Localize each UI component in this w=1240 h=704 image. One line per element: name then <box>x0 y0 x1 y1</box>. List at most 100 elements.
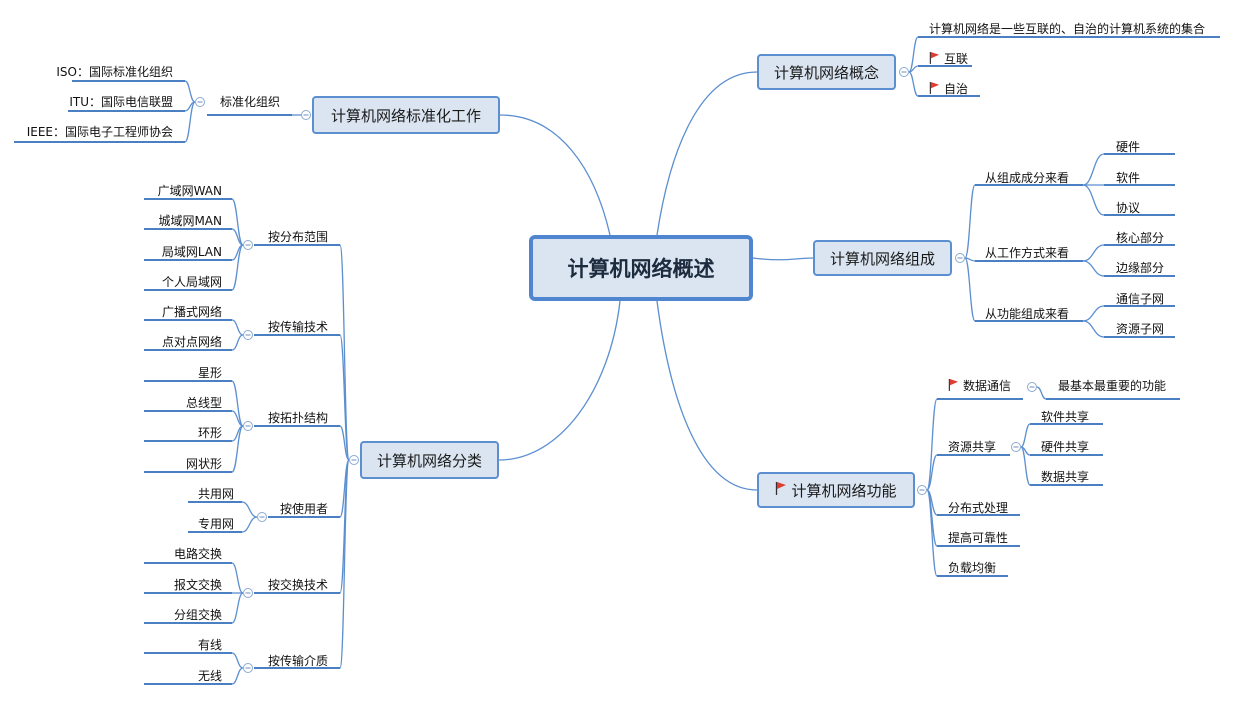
collapse-icon[interactable] <box>1011 442 1021 452</box>
edge-classification-item <box>231 244 244 291</box>
edge-composition-item <box>1082 260 1105 277</box>
class-item-bus[interactable]: 总线型 <box>185 396 222 410</box>
function-load-balance[interactable]: 负载均衡 <box>948 561 997 575</box>
concept-interconnect-label: 互联 <box>944 52 969 66</box>
class-item-ring[interactable]: 环形 <box>197 426 222 440</box>
standard-ieee[interactable]: IEEE：国际电子工程师协会 <box>26 125 173 139</box>
function-share-data[interactable]: 数据共享 <box>1041 470 1090 484</box>
class-item-wan[interactable]: 广域网WAN <box>157 184 222 198</box>
edge-function-child <box>926 454 938 491</box>
function-share-software[interactable]: 软件共享 <box>1041 410 1090 424</box>
collapse-icon[interactable] <box>257 512 267 522</box>
composition-group-workmode[interactable]: 从工作方式来看 <box>985 246 1070 260</box>
composition-group-components[interactable]: 从组成成分来看 <box>985 171 1070 185</box>
composition-item-protocol[interactable]: 协议 <box>1116 201 1141 215</box>
edge-root-classification <box>498 300 621 461</box>
concept-interconnect[interactable]: 互联 <box>929 51 968 68</box>
edge-classification-item <box>231 319 244 336</box>
collapse-icon[interactable] <box>955 253 965 263</box>
topic-function[interactable]: 计算机网络功能 <box>757 472 915 508</box>
collapse-icon[interactable] <box>243 663 253 673</box>
class-item-p2p[interactable]: 点对点网络 <box>161 335 222 349</box>
topic-classification[interactable]: 计算机网络分类 <box>360 441 499 479</box>
edge-composition-item <box>1082 320 1105 338</box>
class-item-private[interactable]: 专用网 <box>197 517 234 531</box>
edge-composition-item <box>1082 244 1105 262</box>
collapse-icon[interactable] <box>349 455 359 465</box>
edge-classification-item <box>231 592 244 624</box>
edge-root-composition <box>752 257 814 261</box>
function-data-comm-note[interactable]: 最基本最重要的功能 <box>1058 379 1167 393</box>
topic-composition-label: 计算机网络组成 <box>829 249 935 268</box>
topic-function-label: 计算机网络功能 <box>791 481 897 500</box>
composition-item-edge[interactable]: 边缘部分 <box>1116 261 1165 275</box>
collapse-icon[interactable] <box>1027 382 1037 392</box>
composition-item-comm-subnet[interactable]: 通信子网 <box>1116 292 1165 306</box>
edge-composition-group <box>964 184 976 259</box>
topic-composition[interactable]: 计算机网络组成 <box>813 240 952 276</box>
edge-classification-item <box>231 198 244 246</box>
edge-function-child <box>926 489 938 577</box>
class-item-lan[interactable]: 局域网LAN <box>161 245 222 259</box>
class-group-user[interactable]: 按使用者 <box>279 502 328 516</box>
function-share-hardware[interactable]: 硬件共享 <box>1041 440 1090 454</box>
class-item-mesh[interactable]: 网状形 <box>185 457 222 471</box>
edge-function-note <box>1036 386 1047 400</box>
standard-itu[interactable]: ITU：国际电信联盟 <box>69 95 173 109</box>
collapse-icon[interactable] <box>243 330 253 340</box>
concept-autonomous[interactable]: 自治 <box>929 81 968 98</box>
function-distributed[interactable]: 分布式处理 <box>948 501 1009 515</box>
class-group-medium[interactable]: 按传输介质 <box>267 654 328 668</box>
standard-group[interactable]: 标准化组织 <box>219 95 280 109</box>
collapse-icon[interactable] <box>917 485 927 495</box>
root-topic[interactable]: 计算机网络概述 <box>529 235 753 301</box>
collapse-icon[interactable] <box>243 588 253 598</box>
function-data-comm[interactable]: 数据通信 <box>948 378 1011 395</box>
edge-composition-group <box>964 257 976 322</box>
composition-item-hardware[interactable]: 硬件 <box>1116 140 1141 154</box>
concept-definition[interactable]: 计算机网络是一些互联的、自治的计算机系统的集合 <box>929 22 1206 36</box>
composition-item-resource-subnet[interactable]: 资源子网 <box>1116 322 1165 336</box>
edge-composition-item <box>1082 184 1105 216</box>
class-item-wireless[interactable]: 无线 <box>197 669 222 683</box>
class-group-transmission[interactable]: 按传输技术 <box>267 320 328 334</box>
composition-item-software[interactable]: 软件 <box>1116 171 1141 185</box>
edge-classification-group <box>339 425 350 461</box>
collapse-icon[interactable] <box>899 67 909 77</box>
edge-composition-item <box>1082 153 1105 186</box>
collapse-icon[interactable] <box>195 97 205 107</box>
flag-icon <box>929 81 940 98</box>
class-item-packet[interactable]: 分组交换 <box>173 608 222 622</box>
function-reliability[interactable]: 提高可靠性 <box>948 531 1009 545</box>
class-group-topology[interactable]: 按拓扑结构 <box>267 411 328 425</box>
topic-classification-label: 计算机网络分类 <box>376 451 482 470</box>
class-item-pan[interactable]: 个人局域网 <box>161 275 222 289</box>
edge-classification-item <box>231 562 244 594</box>
class-item-star[interactable]: 星形 <box>197 366 222 380</box>
class-item-public[interactable]: 共用网 <box>197 487 234 501</box>
class-group-switching[interactable]: 按交换技术 <box>267 578 328 592</box>
topic-concept[interactable]: 计算机网络概念 <box>757 54 896 90</box>
edge-share-item <box>1020 423 1031 448</box>
function-resource-share[interactable]: 资源共享 <box>948 440 997 454</box>
class-item-man[interactable]: 城域网MAN <box>158 214 222 228</box>
class-item-wired[interactable]: 有线 <box>197 638 222 652</box>
class-item-message[interactable]: 报文交换 <box>173 578 222 592</box>
class-item-circuit[interactable]: 电路交换 <box>173 547 222 561</box>
collapse-icon[interactable] <box>301 110 311 120</box>
edge-composition-item <box>1082 305 1105 322</box>
class-group-range[interactable]: 按分布范围 <box>267 230 328 244</box>
topic-standard[interactable]: 计算机网络标准化工作 <box>312 96 500 134</box>
edge-standard-item <box>184 80 196 103</box>
edge-classification-item <box>231 425 244 473</box>
edge-classification-item <box>231 652 244 669</box>
standard-iso[interactable]: ISO：国际标准化组织 <box>56 65 173 79</box>
class-item-broadcast[interactable]: 广播式网络 <box>161 305 222 319</box>
collapse-icon[interactable] <box>243 421 253 431</box>
edge-classification-item <box>231 334 244 351</box>
function-data-comm-label: 数据通信 <box>963 379 1012 393</box>
collapse-icon[interactable] <box>243 240 253 250</box>
composition-group-functional[interactable]: 从功能组成来看 <box>985 307 1070 321</box>
composition-item-core[interactable]: 核心部分 <box>1116 231 1165 245</box>
